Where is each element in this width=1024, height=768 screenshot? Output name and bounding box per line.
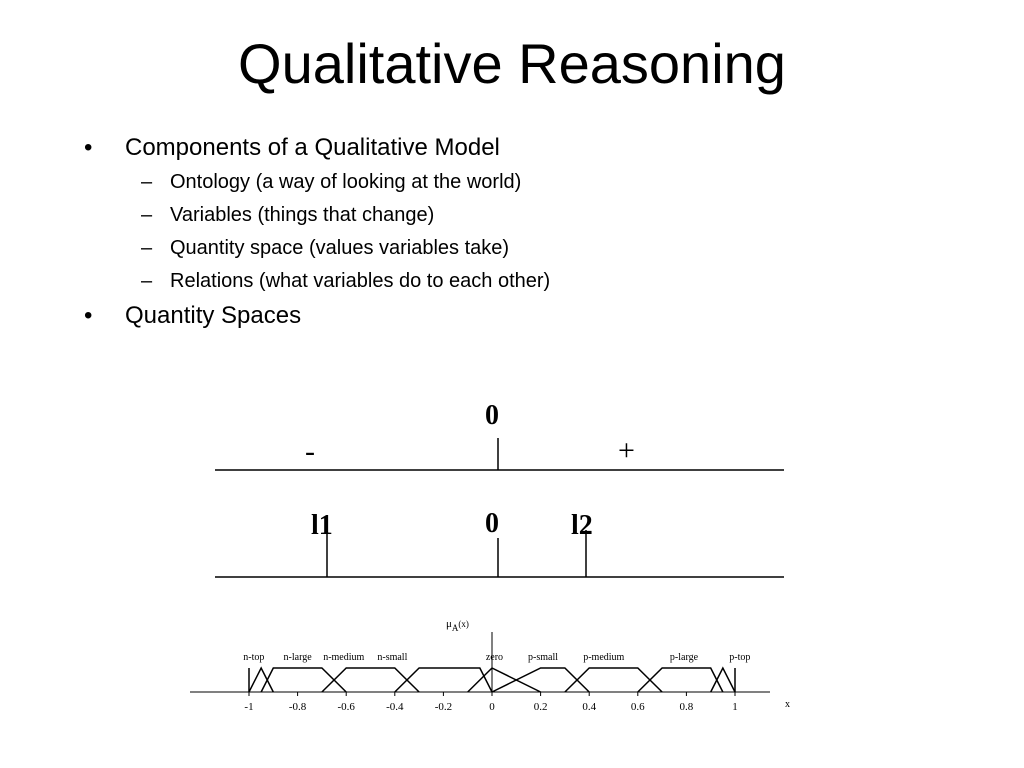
landmark-2-label: l2	[571, 510, 593, 541]
membership-function-line	[321, 667, 420, 693]
bullet-list: • Components of a Qualitative Model – On…	[84, 130, 984, 334]
membership-function-line	[637, 667, 724, 693]
sub-bullet-item: – Variables (things that change)	[84, 199, 984, 232]
membership-function-line	[564, 667, 663, 693]
fuzzy-set-label: p-large	[670, 652, 699, 663]
fuzzy-set-label: p-top	[729, 652, 750, 663]
bullet-marker: •	[84, 302, 93, 329]
sub-bullet-text: Quantity space (values variables take)	[170, 237, 510, 259]
zero-label: 0	[485, 400, 499, 431]
x-tick-label: 1	[732, 701, 738, 713]
landmark-1-label: l1	[311, 510, 333, 541]
sub-bullet-item: – Quantity space (values variables take)	[84, 232, 984, 265]
sub-bullet-text: Ontology (a way of looking at the world)	[170, 171, 522, 193]
fuzzy-set-label: p-small	[528, 652, 558, 663]
x-tick-label: -0.2	[435, 701, 452, 713]
bullet-marker: •	[84, 134, 93, 161]
bullet-text: Components of a Qualitative Model	[125, 134, 500, 161]
sub-bullet-text: Variables (things that change)	[170, 204, 435, 226]
x-axis-label: x	[785, 699, 790, 710]
dash-marker: –	[141, 270, 153, 292]
bullet-text: Quantity Spaces	[125, 302, 302, 329]
dash-marker: –	[141, 204, 153, 226]
x-tick-label: 0.8	[680, 701, 694, 713]
x-tick-label: 0.4	[582, 701, 596, 713]
slide-title: Qualitative Reasoning	[238, 32, 786, 95]
x-tick-label: -0.8	[289, 701, 307, 713]
fuzzy-set-label: n-small	[377, 652, 407, 663]
x-tick-label: 0	[489, 701, 495, 713]
zero-label: 0	[485, 508, 499, 539]
positive-label: +	[618, 434, 635, 467]
fuzzy-set-label: n-top	[243, 652, 264, 663]
y-axis-label: μA(x)	[446, 618, 469, 633]
negative-label: -	[305, 435, 315, 468]
sub-bullet-text: Relations (what variables do to each oth…	[170, 270, 551, 292]
fuzzy-set-label: zero	[486, 652, 503, 663]
membership-function-line	[491, 667, 590, 693]
x-tick-label: -1	[244, 701, 253, 713]
x-tick-label: -0.6	[337, 701, 355, 713]
x-tick-label: 0.2	[534, 701, 548, 713]
fuzzy-set-label: n-medium	[323, 652, 364, 663]
bullet-item: • Quantity Spaces	[84, 298, 984, 334]
x-tick-label: -0.4	[386, 701, 404, 713]
membership-function-line	[710, 666, 736, 693]
x-tick-label: 0.6	[631, 701, 645, 713]
bullet-item: • Components of a Qualitative Model	[84, 130, 984, 166]
dash-marker: –	[141, 237, 153, 259]
membership-function-line	[467, 667, 541, 693]
membership-function-line	[248, 666, 274, 693]
sub-bullet-item: – Relations (what variables do to each o…	[84, 265, 984, 298]
membership-function-line	[394, 667, 493, 693]
sub-bullet-item: – Ontology (a way of looking at the worl…	[84, 166, 984, 199]
dash-marker: –	[141, 171, 153, 193]
fuzzy-set-label: n-large	[284, 652, 313, 663]
fuzzy-set-label: p-medium	[583, 652, 624, 663]
